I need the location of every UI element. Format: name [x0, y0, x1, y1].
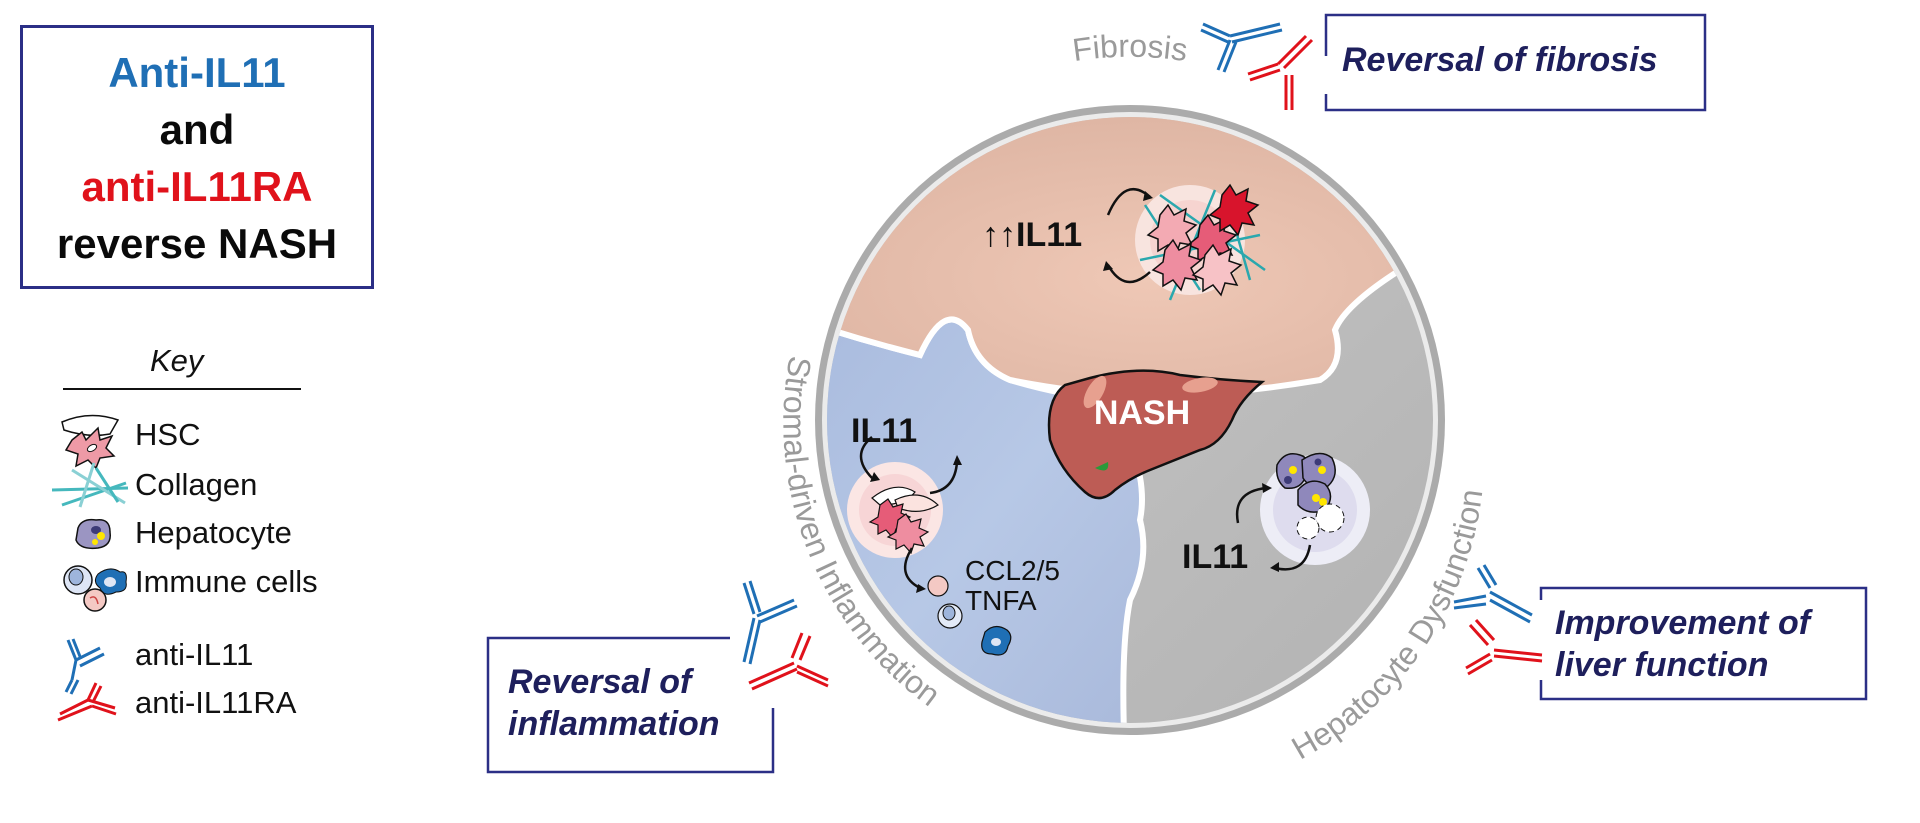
title-line-reverse-nash: reverse NASH	[56, 220, 338, 267]
hepatocyte-cell-cluster	[1235, 452, 1370, 572]
hepatocyte-icon	[75, 518, 111, 550]
inflammation-anti-il11ra-antibody-icon	[748, 632, 829, 691]
anti-il11ra-antibody-icon	[57, 682, 117, 722]
immune-cells-icon	[63, 565, 127, 612]
anti-il11-antibody-icon	[64, 638, 105, 695]
title-line-anti-il11: Anti-IL11	[108, 49, 286, 96]
key-item-anti-il11ra: anti-IL11RA	[135, 685, 297, 720]
collagen-icon	[51, 462, 129, 508]
cytokines-tnfa: TNFA	[965, 585, 1037, 616]
outcome-liver-line2: liver function	[1555, 646, 1769, 684]
title-box: Anti-IL11 and anti-IL11RA reverse NASH	[20, 25, 374, 289]
inflammation-il11-label: IL11	[851, 412, 917, 450]
liver-anti-il11-antibody-icon	[1453, 564, 1533, 624]
outcome-fibrosis-text: Reversal of fibrosis	[1342, 41, 1658, 79]
hsc-icon	[61, 414, 120, 470]
key-title: Key	[150, 343, 204, 378]
key-item-hepatocyte: Hepatocyte	[135, 515, 292, 550]
key-item-hsc: HSC	[135, 417, 201, 452]
outcome-box-liver	[1539, 586, 1868, 701]
outcome-inflammation-line2: inflammation	[508, 705, 720, 743]
cytokines-ccl25: CCL2/5	[965, 555, 1060, 586]
title-line-anti-il11ra: anti-IL11RA	[81, 163, 313, 210]
inflammation-anti-il11-antibody-icon	[742, 580, 798, 665]
outcome-liver-line1: Improvement of	[1555, 604, 1811, 642]
key-item-immune-cells: Immune cells	[135, 564, 318, 599]
key-divider	[63, 388, 301, 390]
liver-anti-il11ra-antibody-icon	[1465, 618, 1543, 676]
hepatocyte-il11-label: IL11	[1182, 538, 1248, 576]
fibrosis-il11-label: ↑↑IL11	[982, 216, 1082, 254]
inflammation-cell-cluster	[847, 436, 1012, 656]
arc-label-fibrosis: Fibrosis	[1070, 28, 1189, 68]
key-item-collagen: Collagen	[135, 467, 258, 502]
fibrosis-anti-il11ra-antibody-icon	[1247, 34, 1314, 110]
outcome-box-inflammation	[486, 636, 775, 774]
outcome-inflammation-line1: Reversal of	[508, 663, 692, 701]
fibrosis-cell-cluster	[1103, 183, 1266, 301]
key-item-anti-il11: anti-IL11	[135, 637, 254, 672]
outcome-box-fibrosis	[1324, 13, 1707, 112]
liver-icon	[1047, 369, 1266, 500]
fibrosis-anti-il11-antibody-icon	[1200, 22, 1283, 73]
title-line-and: and	[159, 106, 235, 153]
nash-label: NASH	[1094, 394, 1190, 432]
